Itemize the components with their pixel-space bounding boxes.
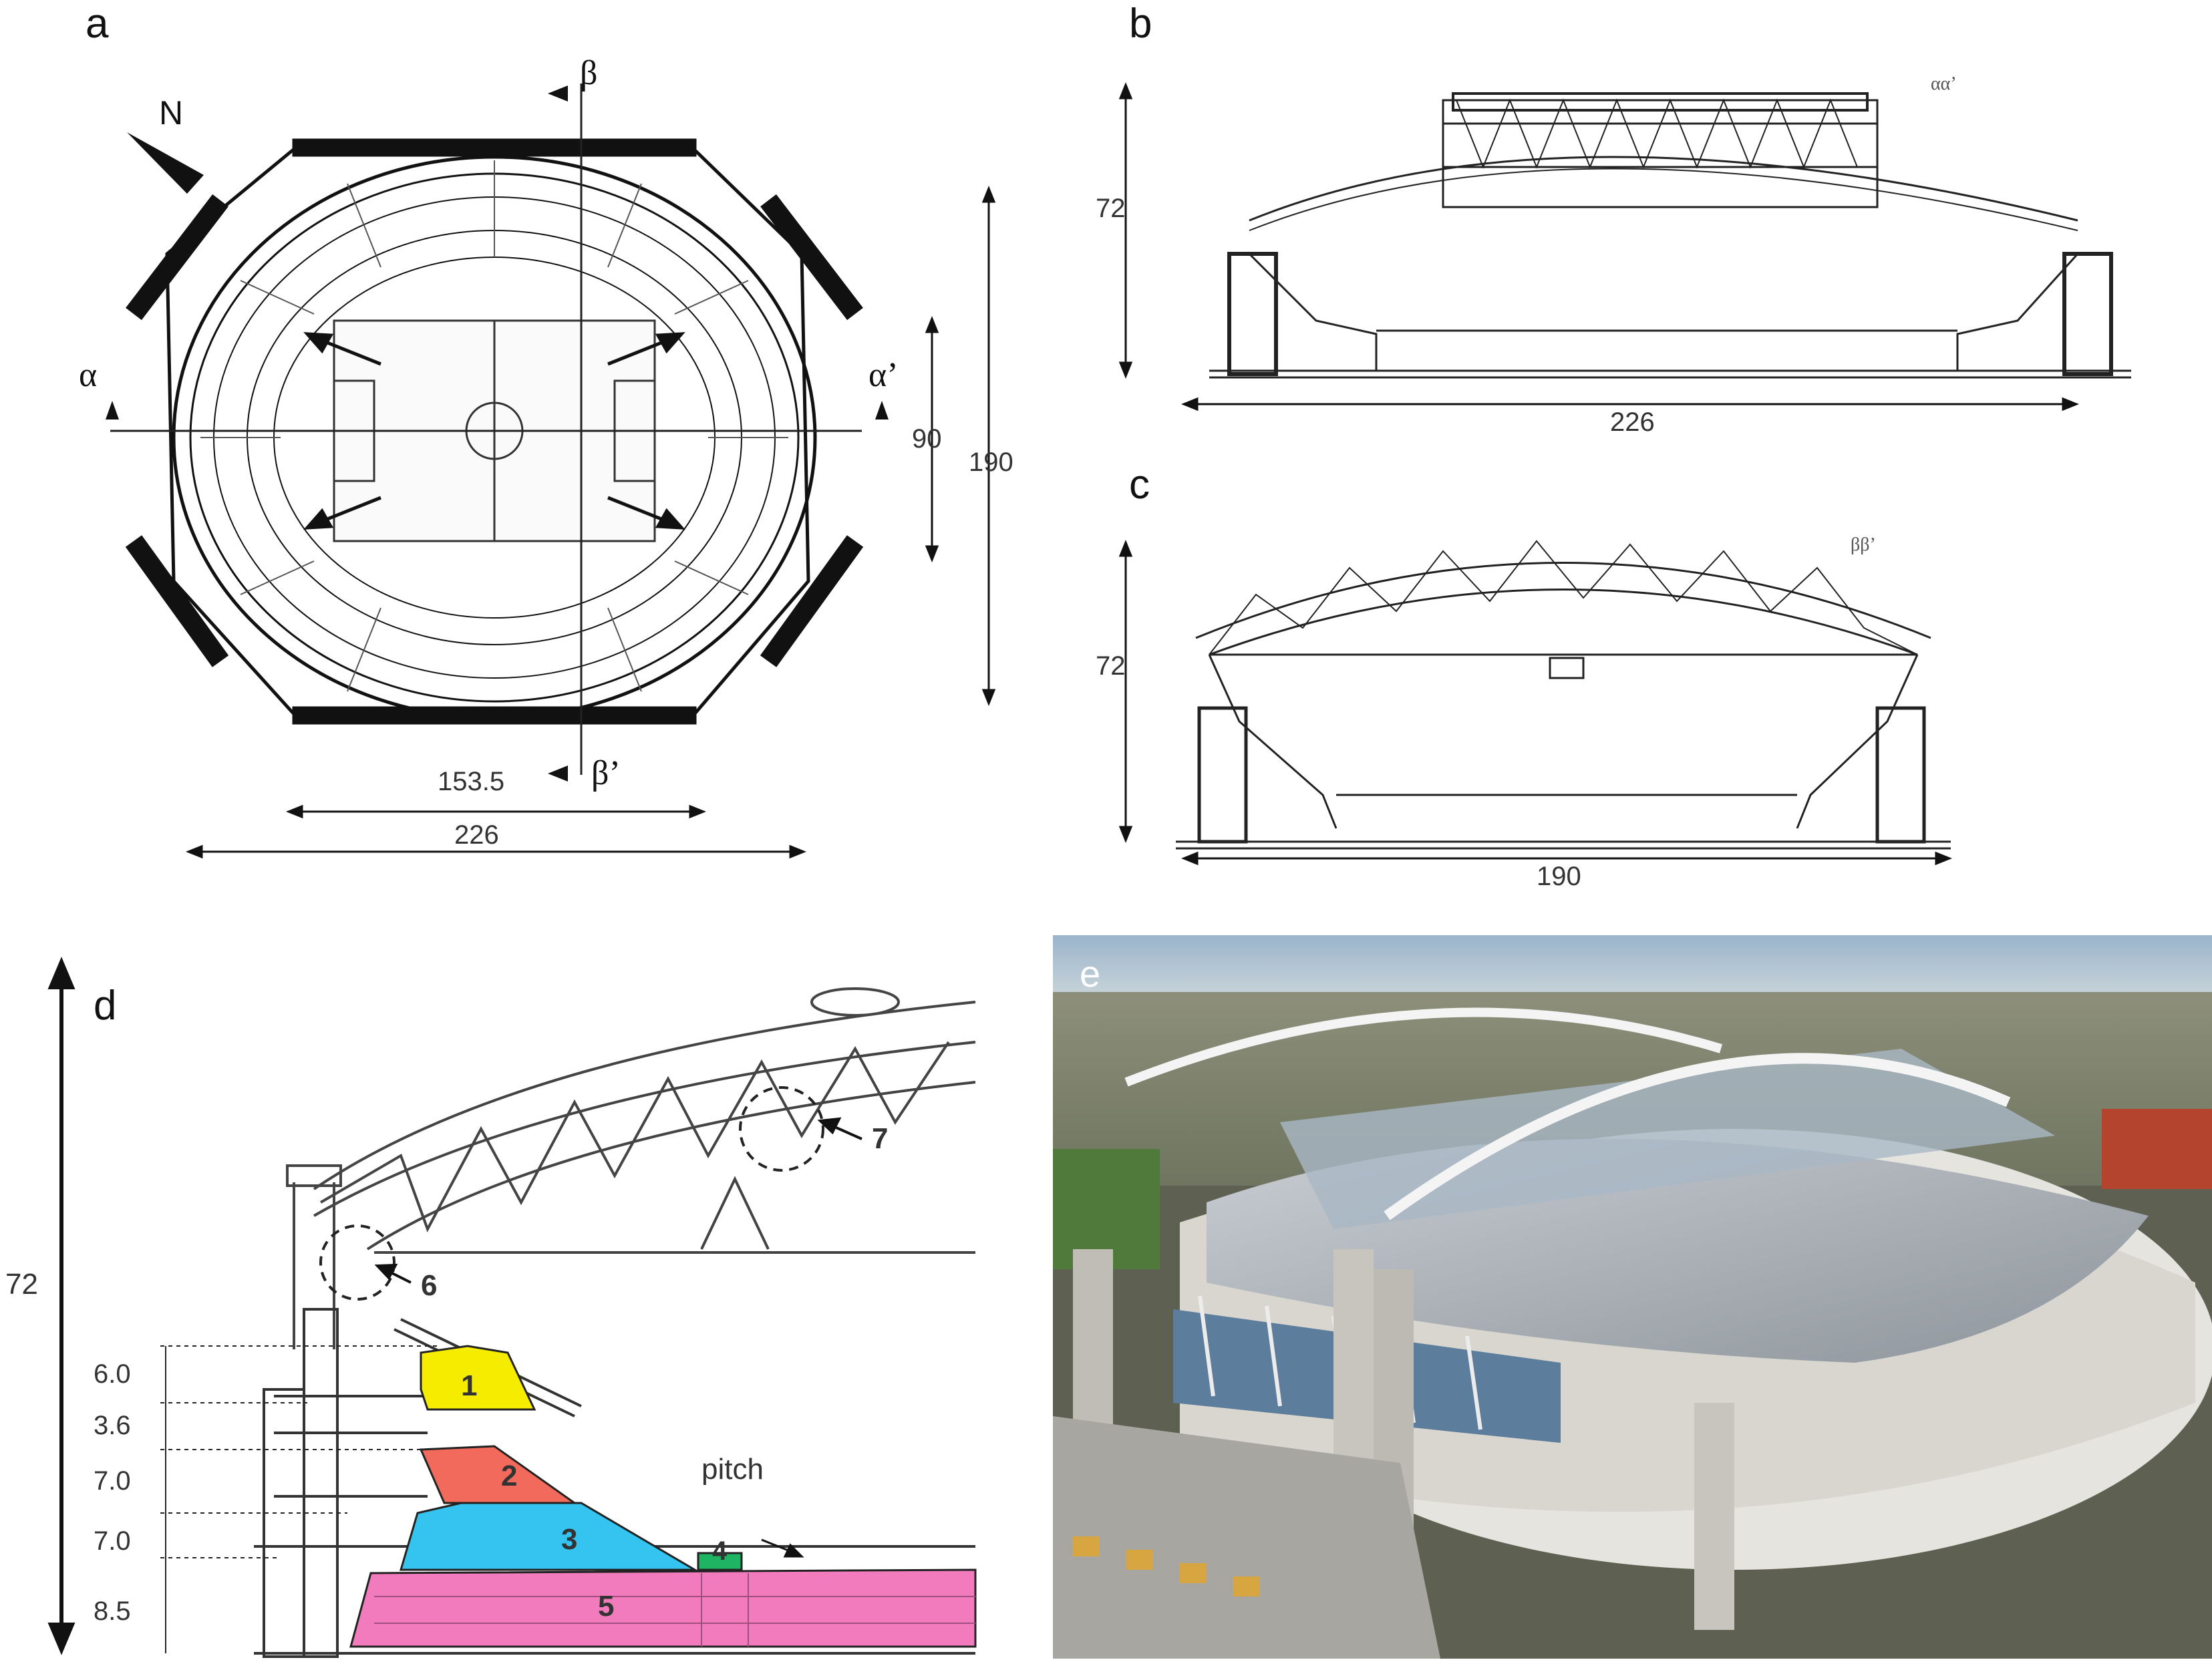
panel-label-b: b xyxy=(1129,1,1152,47)
zone-5-fill xyxy=(349,1568,977,1648)
level-3-6: 3.6 xyxy=(94,1411,131,1440)
zone-4-fill xyxy=(697,1552,743,1571)
plan-drawing xyxy=(106,83,996,859)
section-alpha-prime-label: α’ xyxy=(868,356,899,394)
dim-plan-depth: 190 xyxy=(969,448,1013,477)
zone-1-fill xyxy=(420,1345,536,1411)
dim-plan-width: 226 xyxy=(454,820,499,850)
level-7-0-lower: 7.0 xyxy=(94,1526,131,1556)
panel-e-photo: e xyxy=(1053,935,2212,1659)
zone-4-label: 4 xyxy=(712,1536,728,1566)
dim-b-height: 72 xyxy=(1096,194,1126,223)
dim-inner-depth: 90 xyxy=(912,424,942,454)
dim-pitch-length: 153.5 xyxy=(438,767,505,796)
section-beta-label: β xyxy=(580,54,598,92)
panel-label-d: d xyxy=(94,983,117,1029)
panel-b-section: b αα’ 72 226 xyxy=(1096,0,2191,454)
panel-label-c: c xyxy=(1129,462,1150,508)
zone-5-label: 5 xyxy=(598,1590,615,1623)
dim-d-height: 72 xyxy=(5,1268,38,1301)
section-bb-label: ββ’ xyxy=(1851,534,1876,555)
north-label: N xyxy=(159,94,184,132)
section-aa-label: αα’ xyxy=(1931,73,1957,94)
beta-marker-icon xyxy=(548,86,568,102)
dim-b-width: 226 xyxy=(1610,407,1655,437)
panel-a-plan: a xyxy=(0,0,1036,895)
detail-6-label: 6 xyxy=(421,1269,438,1302)
section-alpha-label: α xyxy=(79,356,98,394)
section-beta-prime-label: β’ xyxy=(591,754,621,792)
detail-7-label: 7 xyxy=(872,1122,889,1155)
level-7-0-upper: 7.0 xyxy=(94,1466,131,1496)
section-b-drawing xyxy=(1118,81,2131,411)
panel-label-a: a xyxy=(86,1,109,47)
beta-prime-marker-icon xyxy=(548,766,568,782)
detail-drawing xyxy=(47,957,977,1658)
pitch-label: pitch xyxy=(701,1453,764,1486)
section-c-drawing xyxy=(1118,539,1953,866)
alpha-prime-marker-icon xyxy=(875,401,889,420)
level-6-0: 6.0 xyxy=(94,1359,131,1389)
level-8-5: 8.5 xyxy=(94,1597,131,1626)
panel-d-detail: d xyxy=(0,935,989,1674)
north-arrow-icon xyxy=(127,132,204,194)
zone-1-label: 1 xyxy=(461,1369,478,1402)
alpha-marker-icon xyxy=(106,401,119,420)
dim-c-width: 190 xyxy=(1537,862,1581,891)
dim-c-height: 72 xyxy=(1096,651,1126,681)
zone-2-label: 2 xyxy=(501,1460,518,1492)
zone-3-fill xyxy=(399,1502,699,1571)
panel-label-e: e xyxy=(1080,953,1101,995)
zone-3-label: 3 xyxy=(561,1523,578,1556)
panel-c-section: c ββ’ 72 190 xyxy=(1096,461,2191,915)
aerial-photo-illustration xyxy=(1053,935,2212,1659)
zone-2-fill xyxy=(419,1445,578,1504)
